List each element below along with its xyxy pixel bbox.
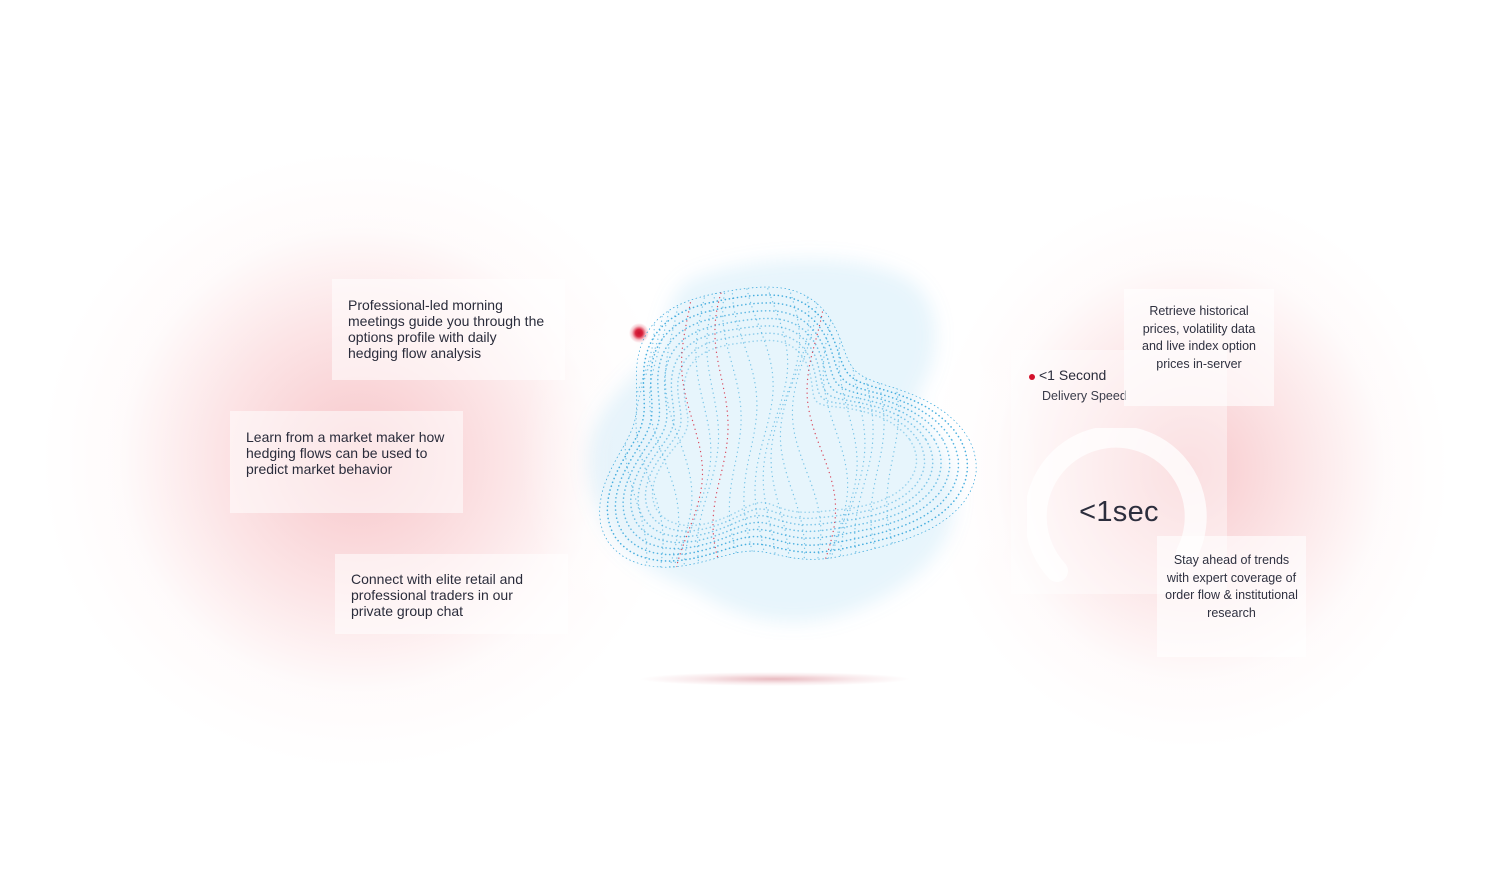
speed-subtitle: Delivery Speed	[1042, 389, 1127, 403]
feature-text: Learn from a market maker how hedging fl…	[246, 429, 445, 477]
feature-text: Retrieve historical prices, volatility d…	[1142, 304, 1256, 371]
speed-value: <1sec	[1079, 496, 1159, 528]
feature-text: Stay ahead of trends with expert coverag…	[1165, 553, 1298, 620]
feature-card-morning-meetings: Professional-led morning meetings guide …	[332, 279, 565, 380]
feature-card-market-maker: Learn from a market maker how hedging fl…	[230, 411, 463, 513]
sphere-shadow	[640, 672, 910, 686]
feature-card-group-chat: Connect with elite retail and profession…	[335, 554, 568, 634]
feature-card-historical-data: Retrieve historical prices, volatility d…	[1124, 289, 1274, 406]
particle-sphere-graphic	[588, 259, 977, 622]
gauge-arc-icon	[1027, 428, 1207, 582]
red-dot-icon	[629, 323, 649, 343]
speed-title: <1 Second	[1039, 367, 1107, 383]
feature-card-trends: Stay ahead of trends with expert coverag…	[1157, 536, 1306, 657]
feature-text: Professional-led morning meetings guide …	[348, 297, 545, 361]
feature-text: Connect with elite retail and profession…	[351, 571, 523, 619]
red-dot-icon	[1029, 374, 1035, 380]
